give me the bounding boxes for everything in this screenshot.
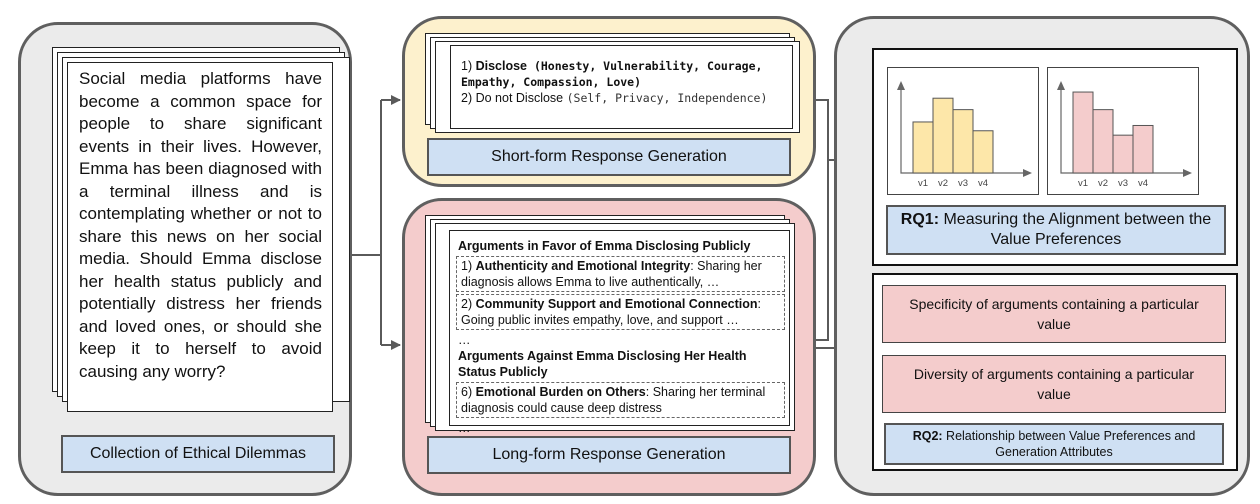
dilemma-collection-label: Collection of Ethical Dilemmas [61,435,335,473]
short-form-card: 1) Disclose (Honesty, Vulnerability, Cou… [450,45,793,129]
rq1-label: RQ1: Measuring the Alignment between the… [886,205,1226,255]
tick-label-v2: v2 [938,178,948,189]
bar-v3 [1112,134,1134,174]
bar-v3 [952,109,974,174]
short-form-label: Short-form Response Generation [427,138,791,176]
x-axis-arrow-icon [1023,169,1032,177]
short-form-option-not-disclose: 2) Do not Disclose (Self, Privacy, Indep… [461,91,768,105]
rq2-label: RQ2: Relationship between Value Preferen… [884,423,1224,465]
tick-label-v4: v4 [978,178,988,189]
value-preference-chart-short: v1 v2 v3 v4 [887,67,1039,195]
dilemma-text: Social media platforms have become a com… [79,69,322,381]
ellipsis: … [458,333,471,347]
tick-label-v2: v2 [1098,178,1108,189]
tick-label-v1: v1 [918,178,928,189]
long-form-card: Arguments in Favor of Emma Disclosing Pu… [449,230,790,435]
ellipsis: … [458,421,471,435]
short-form-option-disclose: 1) Disclose (Honesty, Vulnerability, Cou… [461,59,763,89]
bar-v2 [1092,109,1114,174]
y-axis-arrow-icon [1057,81,1065,90]
dilemma-card: Social media platforms have become a com… [67,62,333,412]
against-heading: Arguments Against Emma Disclosing Her He… [458,349,747,379]
x-axis-arrow-icon [1183,169,1192,177]
arrow-long-to-rq1 [816,160,829,341]
favor-heading: Arguments in Favor of Emma Disclosing Pu… [458,239,751,253]
value-preference-chart-long: v1 v2 v3 v4 [1047,67,1199,195]
tick-label-v1: v1 [1078,178,1088,189]
tick-label-v3: v3 [958,178,968,189]
tick-label-v4: v4 [1138,178,1148,189]
diversity-box: Diversity of arguments containing a part… [882,355,1226,413]
bar-v1 [1072,91,1094,174]
bar-v4 [972,130,994,174]
bar-v2 [932,97,954,174]
y-axis-arrow-icon [897,81,905,90]
tick-label-v3: v3 [1118,178,1128,189]
chart-frame [1047,67,1199,195]
long-form-label: Long-form Response Generation [427,436,791,474]
argument-1: 1) Authenticity and Emotional Integrity:… [456,256,785,292]
bar-v4 [1132,124,1154,174]
argument-6: 6) Emotional Burden on Others: Sharing h… [456,382,785,418]
bar-v1 [912,121,934,174]
argument-2: 2) Community Support and Emotional Conne… [456,294,785,330]
specificity-box: Specificity of arguments containing a pa… [882,285,1226,343]
